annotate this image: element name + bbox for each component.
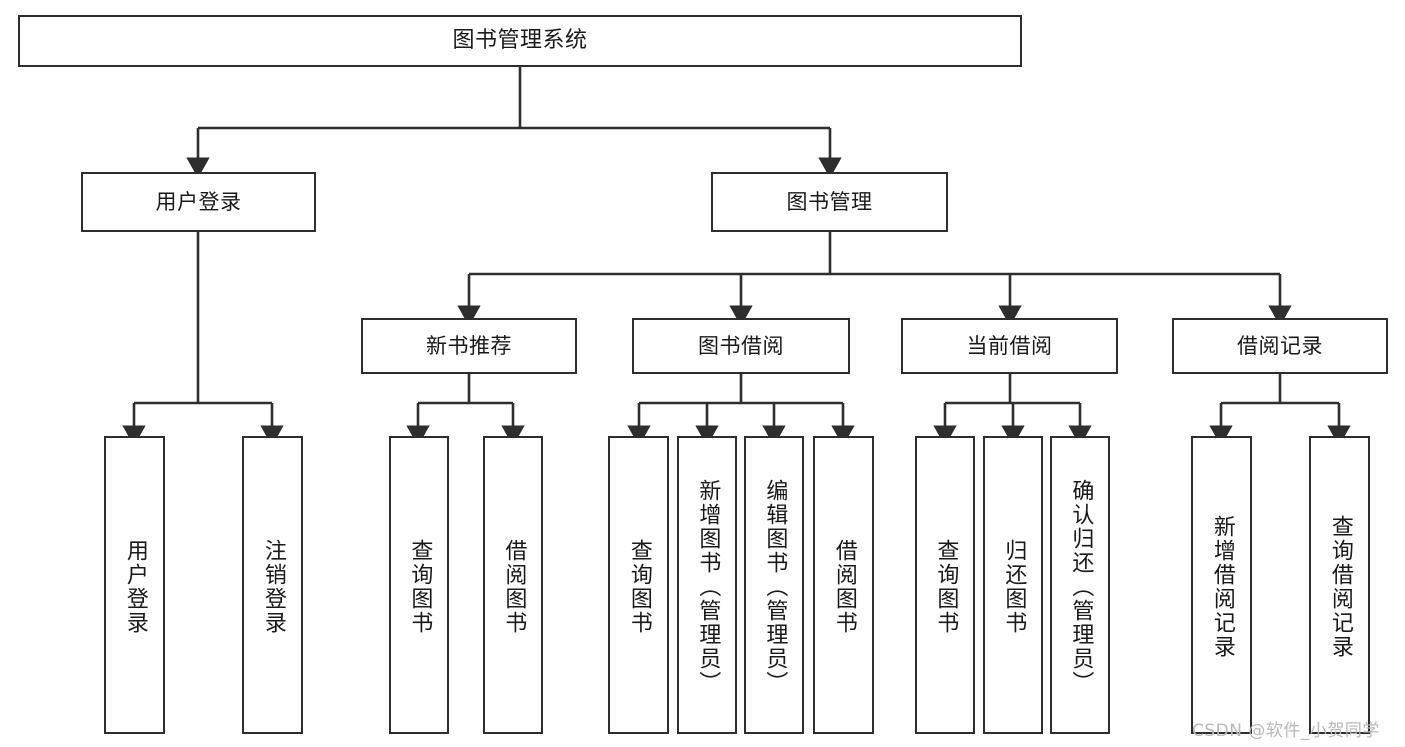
leaf-current-query-book[interactable]: 查询图书 [915,436,975,734]
node-label: 借阅图书 [831,539,857,635]
leaf-user-login-logout[interactable]: 注销登录 [242,436,303,734]
node-borrow-record[interactable]: 借阅记录 [1172,318,1388,374]
leaf-record-query-record[interactable]: 查询借阅记录 [1309,436,1370,734]
leaf-user-login-login[interactable]: 用户登录 [104,436,165,734]
leaf-borrow-add-book-admin[interactable]: 新增图书（管理员） [677,436,737,734]
node-label: 当前借阅 [966,333,1053,358]
node-label: 编辑图书（管理员） [762,479,788,695]
node-label: 用户登录 [122,539,148,635]
csdn-watermark: CSDN @软件_小贺同学 [1192,721,1380,741]
node-book-management[interactable]: 图书管理 [711,172,948,232]
node-new-book-recommend[interactable]: 新书推荐 [361,318,577,374]
node-label: 查询图书 [626,539,652,635]
node-label: 新增借阅记录 [1209,515,1235,659]
node-label: 归还图书 [1001,539,1027,635]
node-label: 确认归还（管理员） [1068,479,1094,695]
node-label: 新书推荐 [426,333,512,358]
leaf-record-add-record[interactable]: 新增借阅记录 [1191,436,1252,734]
node-label: 注销登录 [260,539,286,635]
node-current-borrow[interactable]: 当前借阅 [901,318,1118,374]
node-label: 查询图书 [407,539,433,635]
node-label: 查询借阅记录 [1327,515,1353,659]
node-label: 新增图书（管理员） [695,479,721,695]
leaf-current-return-book[interactable]: 归还图书 [983,436,1043,734]
leaf-borrow-query-book[interactable]: 查询图书 [608,436,669,734]
node-label: 用户登录 [155,189,242,214]
leaf-current-confirm-return-admin[interactable]: 确认归还（管理员） [1050,436,1110,734]
leaf-recommend-borrow-book[interactable]: 借阅图书 [483,436,543,734]
node-book-borrow[interactable]: 图书借阅 [632,318,850,374]
node-label: 借阅图书 [501,539,527,635]
node-label: 图书借阅 [698,333,784,358]
node-user-login[interactable]: 用户登录 [81,172,316,232]
node-label: 图书管理 [786,189,873,214]
leaf-borrow-borrow-book[interactable]: 借阅图书 [813,436,874,734]
node-label: 图书管理系统 [452,28,588,54]
leaf-recommend-query-book[interactable]: 查询图书 [389,436,449,734]
node-label: 借阅记录 [1237,333,1323,358]
node-root-system[interactable]: 图书管理系统 [18,15,1022,67]
node-label: 查询图书 [933,539,959,635]
leaf-borrow-edit-book-admin[interactable]: 编辑图书（管理员） [744,436,804,734]
